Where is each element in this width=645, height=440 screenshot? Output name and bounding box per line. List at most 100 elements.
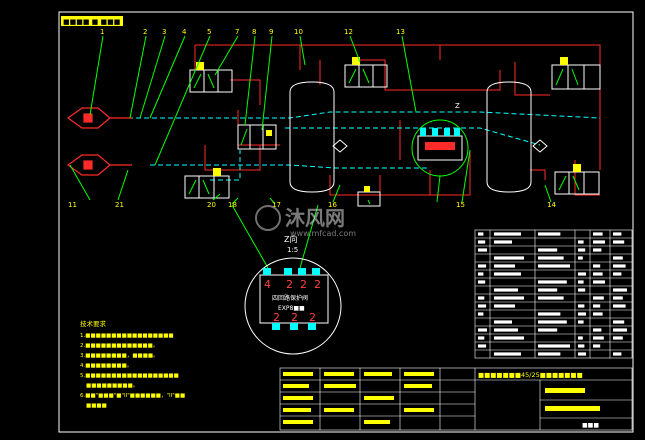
- port-number: 2: [309, 311, 316, 324]
- signal-lines: [120, 111, 601, 181]
- module-label: 四回路保护阀: [272, 294, 308, 302]
- part-number: 9: [269, 28, 273, 36]
- table-cell-text: [613, 232, 622, 236]
- title-block: [279, 367, 633, 431]
- tech-note-line: 2.■■■■■■■■■■■■■。: [80, 343, 158, 349]
- table-cell-text: [593, 304, 601, 308]
- table-cell-text: [478, 344, 487, 348]
- valve-small-bottom: [357, 186, 381, 207]
- table-cell-text: [593, 280, 605, 284]
- table-cell-text: [613, 328, 627, 332]
- detail-view-title: Z向: [284, 234, 297, 244]
- table-cell-text: [613, 296, 623, 300]
- part-number: 18: [228, 201, 237, 209]
- valve-top-middle: [344, 57, 388, 88]
- table-cell-text: [578, 280, 584, 284]
- table-cell-text: [578, 352, 586, 356]
- table-cell-text: [578, 304, 585, 308]
- filter-symbol-left: [332, 139, 348, 153]
- table-cell-text: [478, 272, 484, 276]
- tech-note-line: 6.■■"■■■"■"II"■■■■■■，"II"■■: [80, 393, 185, 399]
- table-cell-text: [538, 264, 570, 268]
- table-cell-text: [578, 344, 585, 348]
- brake-chamber-top: [66, 107, 132, 129]
- part-number: 1: [100, 28, 104, 36]
- table-cell-text: [538, 352, 561, 356]
- part-number: 4: [182, 28, 187, 36]
- table-cell-text: [613, 304, 626, 308]
- table-cell-text: [613, 336, 623, 340]
- part-number: 10: [294, 28, 303, 36]
- table-cell-text: [578, 320, 584, 324]
- table-cell-text: [494, 328, 518, 332]
- table-cell-text: [613, 272, 622, 276]
- title-block-footer: ■■■: [582, 422, 599, 429]
- table-cell-text: [613, 288, 627, 292]
- tech-notes: 技术要求 1.■■■■■■■■■■■■■■■■■ 2.■■■■■■■■■■■■■…: [80, 319, 185, 409]
- valve-top-right: [551, 57, 601, 90]
- part-numbers-bottom: 11 21 20 18 17 16 15 14: [68, 201, 556, 209]
- part-number: 13: [396, 28, 405, 36]
- table-cell-text: [478, 304, 487, 308]
- valve-bottom-left: [184, 168, 230, 199]
- table-cell-text: [593, 296, 604, 300]
- tech-note-line: 3.■■■■■■■■，■■■■。: [80, 353, 159, 359]
- part-number: 7: [235, 28, 239, 36]
- table-cell-text: [613, 320, 625, 324]
- table-cell-text: [578, 312, 586, 316]
- detail-view-z: Z向 1:5 4 2 2 2 四回路保护阀 EXP8■■ 2 2 2: [244, 234, 342, 355]
- port-number: 2: [300, 278, 307, 291]
- table-cell-text: [494, 232, 521, 236]
- tech-note-line: 1.■■■■■■■■■■■■■■■■■: [80, 333, 174, 339]
- table-cell-text: [593, 336, 604, 340]
- table-cell-text: [494, 264, 515, 268]
- table-cell-text: [478, 240, 486, 244]
- table-cell-text: [593, 232, 603, 236]
- table-cell-text: [494, 296, 524, 300]
- table-cell-text: [538, 232, 561, 236]
- part-number: 5: [207, 28, 211, 36]
- table-cell-text: [478, 296, 485, 300]
- table-cell-text: [578, 248, 586, 252]
- table-cell-text: [478, 280, 486, 284]
- part-number: 11: [68, 201, 77, 209]
- table-cell-text: [478, 232, 484, 236]
- table-cell-text: [494, 240, 512, 244]
- air-tank-left: [289, 81, 335, 193]
- table-cell-text: [593, 272, 603, 276]
- table-cell-text: [538, 312, 561, 316]
- table-cell-text: [593, 328, 602, 332]
- part-number: 2: [143, 28, 147, 36]
- part-number: 15: [456, 201, 465, 209]
- watermark-url: www.mfcad.com: [290, 229, 356, 238]
- part-number: 21: [115, 201, 124, 209]
- part-number: 3: [162, 28, 166, 36]
- table-cell-text: [538, 280, 567, 284]
- table-cell-text: [494, 352, 521, 356]
- drawing-frame: [58, 11, 634, 433]
- part-number: 20: [207, 201, 216, 209]
- tech-note-line: ■■■■: [86, 403, 107, 409]
- tech-note-line: 5.■■■■■■■■■■■■■■■■■■: [80, 373, 179, 379]
- valve-bottom-right: [554, 164, 600, 195]
- table-cell-text: [478, 336, 485, 340]
- title-block-fills: [283, 372, 600, 424]
- module-code: EXP8■■: [278, 305, 305, 312]
- tech-note-line: 4.■■■■■■■■。: [80, 363, 132, 369]
- table-cell-text: [613, 264, 626, 268]
- table-cell-text: [538, 256, 564, 260]
- table-cell-text: [578, 288, 586, 292]
- table-cell-text: [478, 248, 487, 252]
- port-number: 4: [264, 278, 271, 291]
- table-cell-text: [538, 320, 567, 324]
- table-cell-text: [593, 344, 601, 348]
- table-cell-text: [593, 312, 603, 316]
- table-cell-text: [494, 272, 521, 276]
- parts-list-table: [474, 229, 633, 359]
- table-cell-text: [538, 288, 558, 292]
- table-cell-text: [593, 240, 605, 244]
- table-cell-text: [593, 264, 601, 268]
- port-number: 2: [286, 278, 293, 291]
- table-cell-text: [578, 240, 584, 244]
